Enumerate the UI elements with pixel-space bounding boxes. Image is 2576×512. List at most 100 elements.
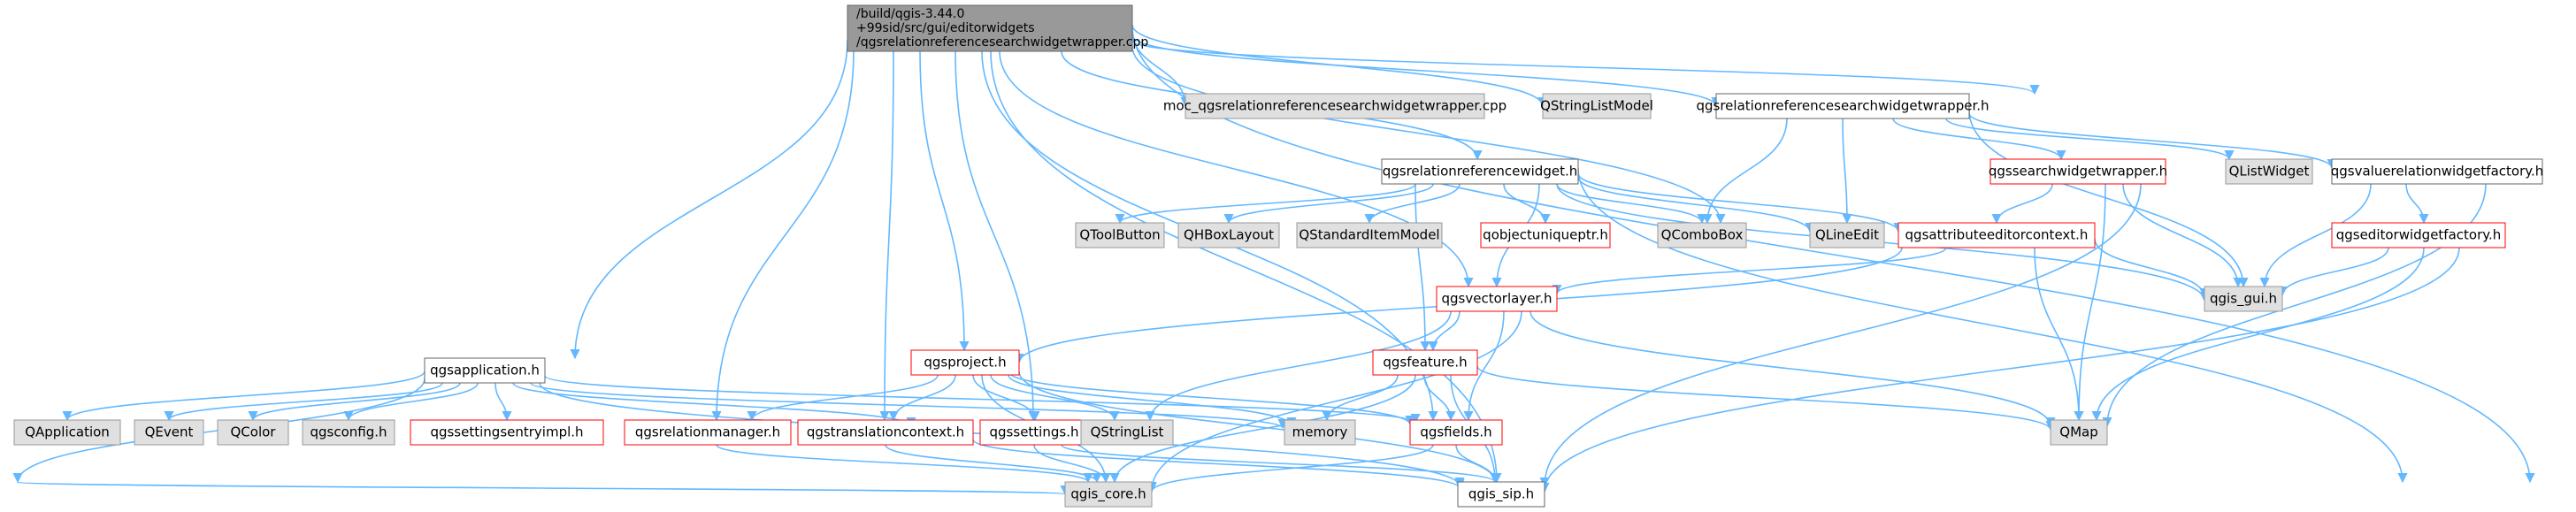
node-qgis-core[interactable]: qgis_core.h (1064, 481, 1153, 508)
node-qgis-core-label: qgis_core.h (1070, 486, 1146, 503)
node-qgis-sip-label: qgis_sip.h (1468, 486, 1534, 503)
node-qgsapplication-label: qgsapplication.h (430, 363, 540, 378)
node-qgis-sip[interactable]: qgis_sip.h (1457, 481, 1545, 508)
dependency-edge (1061, 444, 1500, 484)
dependency-edge (1476, 365, 2056, 432)
node-settingsentryimpl[interactable]: qgssettingsentryimpl.h (410, 419, 604, 446)
dependency-edge (1503, 183, 1551, 225)
node-memory[interactable]: memory (1284, 419, 1356, 446)
dependency-edge (1131, 24, 1548, 108)
node-translationcontext[interactable]: qgstranslationcontext.h (797, 419, 974, 446)
dependency-edge (1577, 167, 2408, 484)
node-qgssearchwidgetwrapper-label: qgssearchwidgetwrapper.h (1989, 164, 2167, 180)
dependency-edge (1414, 183, 1430, 352)
node-qtoolbutton[interactable]: QToolButton (1075, 222, 1165, 248)
node-qstandarditemmodel-label: QStandardItemModel (1299, 227, 1439, 243)
node-qgssettings[interactable]: qgssettings.h (979, 419, 1089, 446)
node-moc-cpp[interactable]: moc_qgsrelationreferencesearchwidgetwrap… (1163, 93, 1506, 119)
node-qgsconfig[interactable]: qgsconfig.h (302, 419, 395, 446)
dependency-edge (343, 382, 479, 422)
node-editorwidgetfactory[interactable]: qgseditorwidgetfactory.h (2331, 222, 2506, 248)
node-qgsproject-label: qgsproject.h (924, 355, 1006, 371)
node-qcolor[interactable]: QColor (217, 419, 289, 446)
dependency-edge (716, 444, 1093, 484)
dependency-edge (1455, 444, 1500, 484)
dependency-edge (2091, 247, 2425, 422)
node-qhboxlayout[interactable]: QHBoxLayout (1177, 222, 1280, 248)
node-qgis-gui[interactable]: qgis_gui.h (2204, 286, 2283, 312)
node-qgsfields[interactable]: qgsfields.h (1409, 419, 1503, 446)
node-qapplication[interactable]: QApplication (13, 419, 121, 446)
dependency-edge (1008, 374, 1297, 428)
dependency-edge (919, 50, 970, 352)
dependency-edge (1463, 310, 1505, 422)
node-qlineedit[interactable]: QLineEdit (1809, 222, 1885, 248)
node-searchwidgetwrapper-h-label: qgsrelationreferencesearchwidgetwrapper.… (1696, 98, 1989, 114)
dependency-edge (17, 481, 1069, 496)
node-qlistwidget[interactable]: QListWidget (2225, 158, 2313, 185)
dependency-edge (1539, 247, 2460, 493)
node-memory-label: memory (1292, 424, 1348, 440)
dependency-edge (1018, 371, 1500, 484)
dependency-edge (1577, 176, 1815, 233)
dependency-edge (1033, 444, 1111, 484)
dependency-edge (1552, 247, 1947, 295)
node-qstringlistmodel[interactable]: QStringListModel (1540, 93, 1653, 119)
node-qgsfeature[interactable]: qgsfeature.h (1372, 349, 1478, 376)
dependency-edge (2102, 183, 2487, 428)
node-vectorlayer[interactable]: qgsvectorlayer.h (1436, 286, 1558, 312)
dependency-edge (1556, 183, 1707, 225)
node-searchwidgetwrapper-h[interactable]: qgsrelationreferencesearchwidgetwrapper.… (1696, 93, 1990, 119)
dependency-edge (1892, 118, 2066, 161)
dependency-edge (494, 382, 512, 422)
dependency-edge (1131, 45, 1726, 225)
node-qcombobox[interactable]: QComboBox (1657, 222, 1747, 248)
dependency-edge (530, 382, 1288, 430)
node-qstringlist[interactable]: QStringList (1080, 419, 1174, 446)
root-path-line-3: /qgsrelationreferencesearchwidgetwrapper… (856, 35, 1148, 50)
root-node: /build/qgis-3.44.0 +99sid/src/gui/editor… (847, 4, 1148, 52)
dependency-edge (1968, 109, 2249, 288)
dependency-edge (2094, 238, 2210, 299)
node-qmap[interactable]: QMap (2050, 419, 2108, 446)
node-qobjectuniqueptr-label: qobjectuniqueptr.h (1483, 227, 1608, 243)
node-qgsproject[interactable]: qgsproject.h (910, 349, 1020, 376)
node-translationcontext-label: qgstranslationcontext.h (807, 424, 964, 440)
node-valuerelationwidgetfactory-label: qgsvaluerelationwidgetfactory.h (2331, 164, 2544, 180)
dependency-edge (2277, 247, 2389, 297)
dependency-edge (885, 444, 1102, 484)
node-qgis-gui-label: qgis_gui.h (2210, 291, 2277, 308)
node-qcolor-label: QColor (231, 424, 277, 440)
root-path-line-2: +99sid/src/gui/editorwidgets (856, 21, 1035, 35)
dependency-edge (1842, 118, 1852, 225)
node-qgssettings-label: qgssettings.h (990, 424, 1079, 440)
dependency-edge (1145, 310, 1452, 422)
node-relationmanager[interactable]: qgsrelationmanager.h (624, 419, 792, 446)
node-qmap-label: QMap (2059, 424, 2097, 440)
node-qgsconfig-label: qgsconfig.h (310, 424, 387, 440)
node-vectorlayer-label: qgsvectorlayer.h (1442, 291, 1552, 307)
graph-nodes: /build/qgis-3.44.0 +99sid/src/gui/editor… (13, 4, 2544, 508)
node-settingsentryimpl-label: qgssettingsentryimpl.h (430, 424, 583, 440)
dependency-edge (972, 439, 1465, 490)
node-qevent-label: QEvent (145, 424, 194, 440)
dependency-edge (1423, 374, 1456, 422)
node-qstandarditemmodel[interactable]: QStandardItemModel (1296, 222, 1443, 248)
dependency-edge (1945, 118, 2235, 161)
root-path-line-1: /build/qgis-3.44.0 (856, 7, 964, 21)
node-qcombobox-label: QComboBox (1661, 227, 1744, 243)
dependency-edge (62, 371, 426, 422)
node-qgsapplication[interactable]: qgsapplication.h (424, 357, 546, 384)
node-qgssearchwidgetwrapper[interactable]: qgssearchwidgetwrapper.h (1989, 158, 2167, 185)
node-attributeeditorcontext[interactable]: qgsattributeeditorcontext.h (1898, 222, 2096, 248)
dependency-edge (1146, 444, 1434, 493)
node-qobjectuniqueptr[interactable]: qobjectuniqueptr.h (1480, 222, 1611, 248)
node-valuerelationwidgetfactory[interactable]: qgsvaluerelationwidgetfactory.h (2331, 158, 2544, 185)
dependency-edge (1968, 112, 2337, 170)
node-qevent[interactable]: QEvent (134, 419, 204, 446)
node-qtoolbutton-label: QToolButton (1079, 227, 1160, 243)
dependency-edge (2259, 183, 2372, 288)
node-relationreferencewidget[interactable]: qgsrelationreferencewidget.h (1381, 158, 1579, 185)
node-qlistwidget-label: QListWidget (2229, 164, 2310, 180)
node-editorwidgetfactory-label: qgseditorwidgetfactory.h (2336, 227, 2502, 243)
